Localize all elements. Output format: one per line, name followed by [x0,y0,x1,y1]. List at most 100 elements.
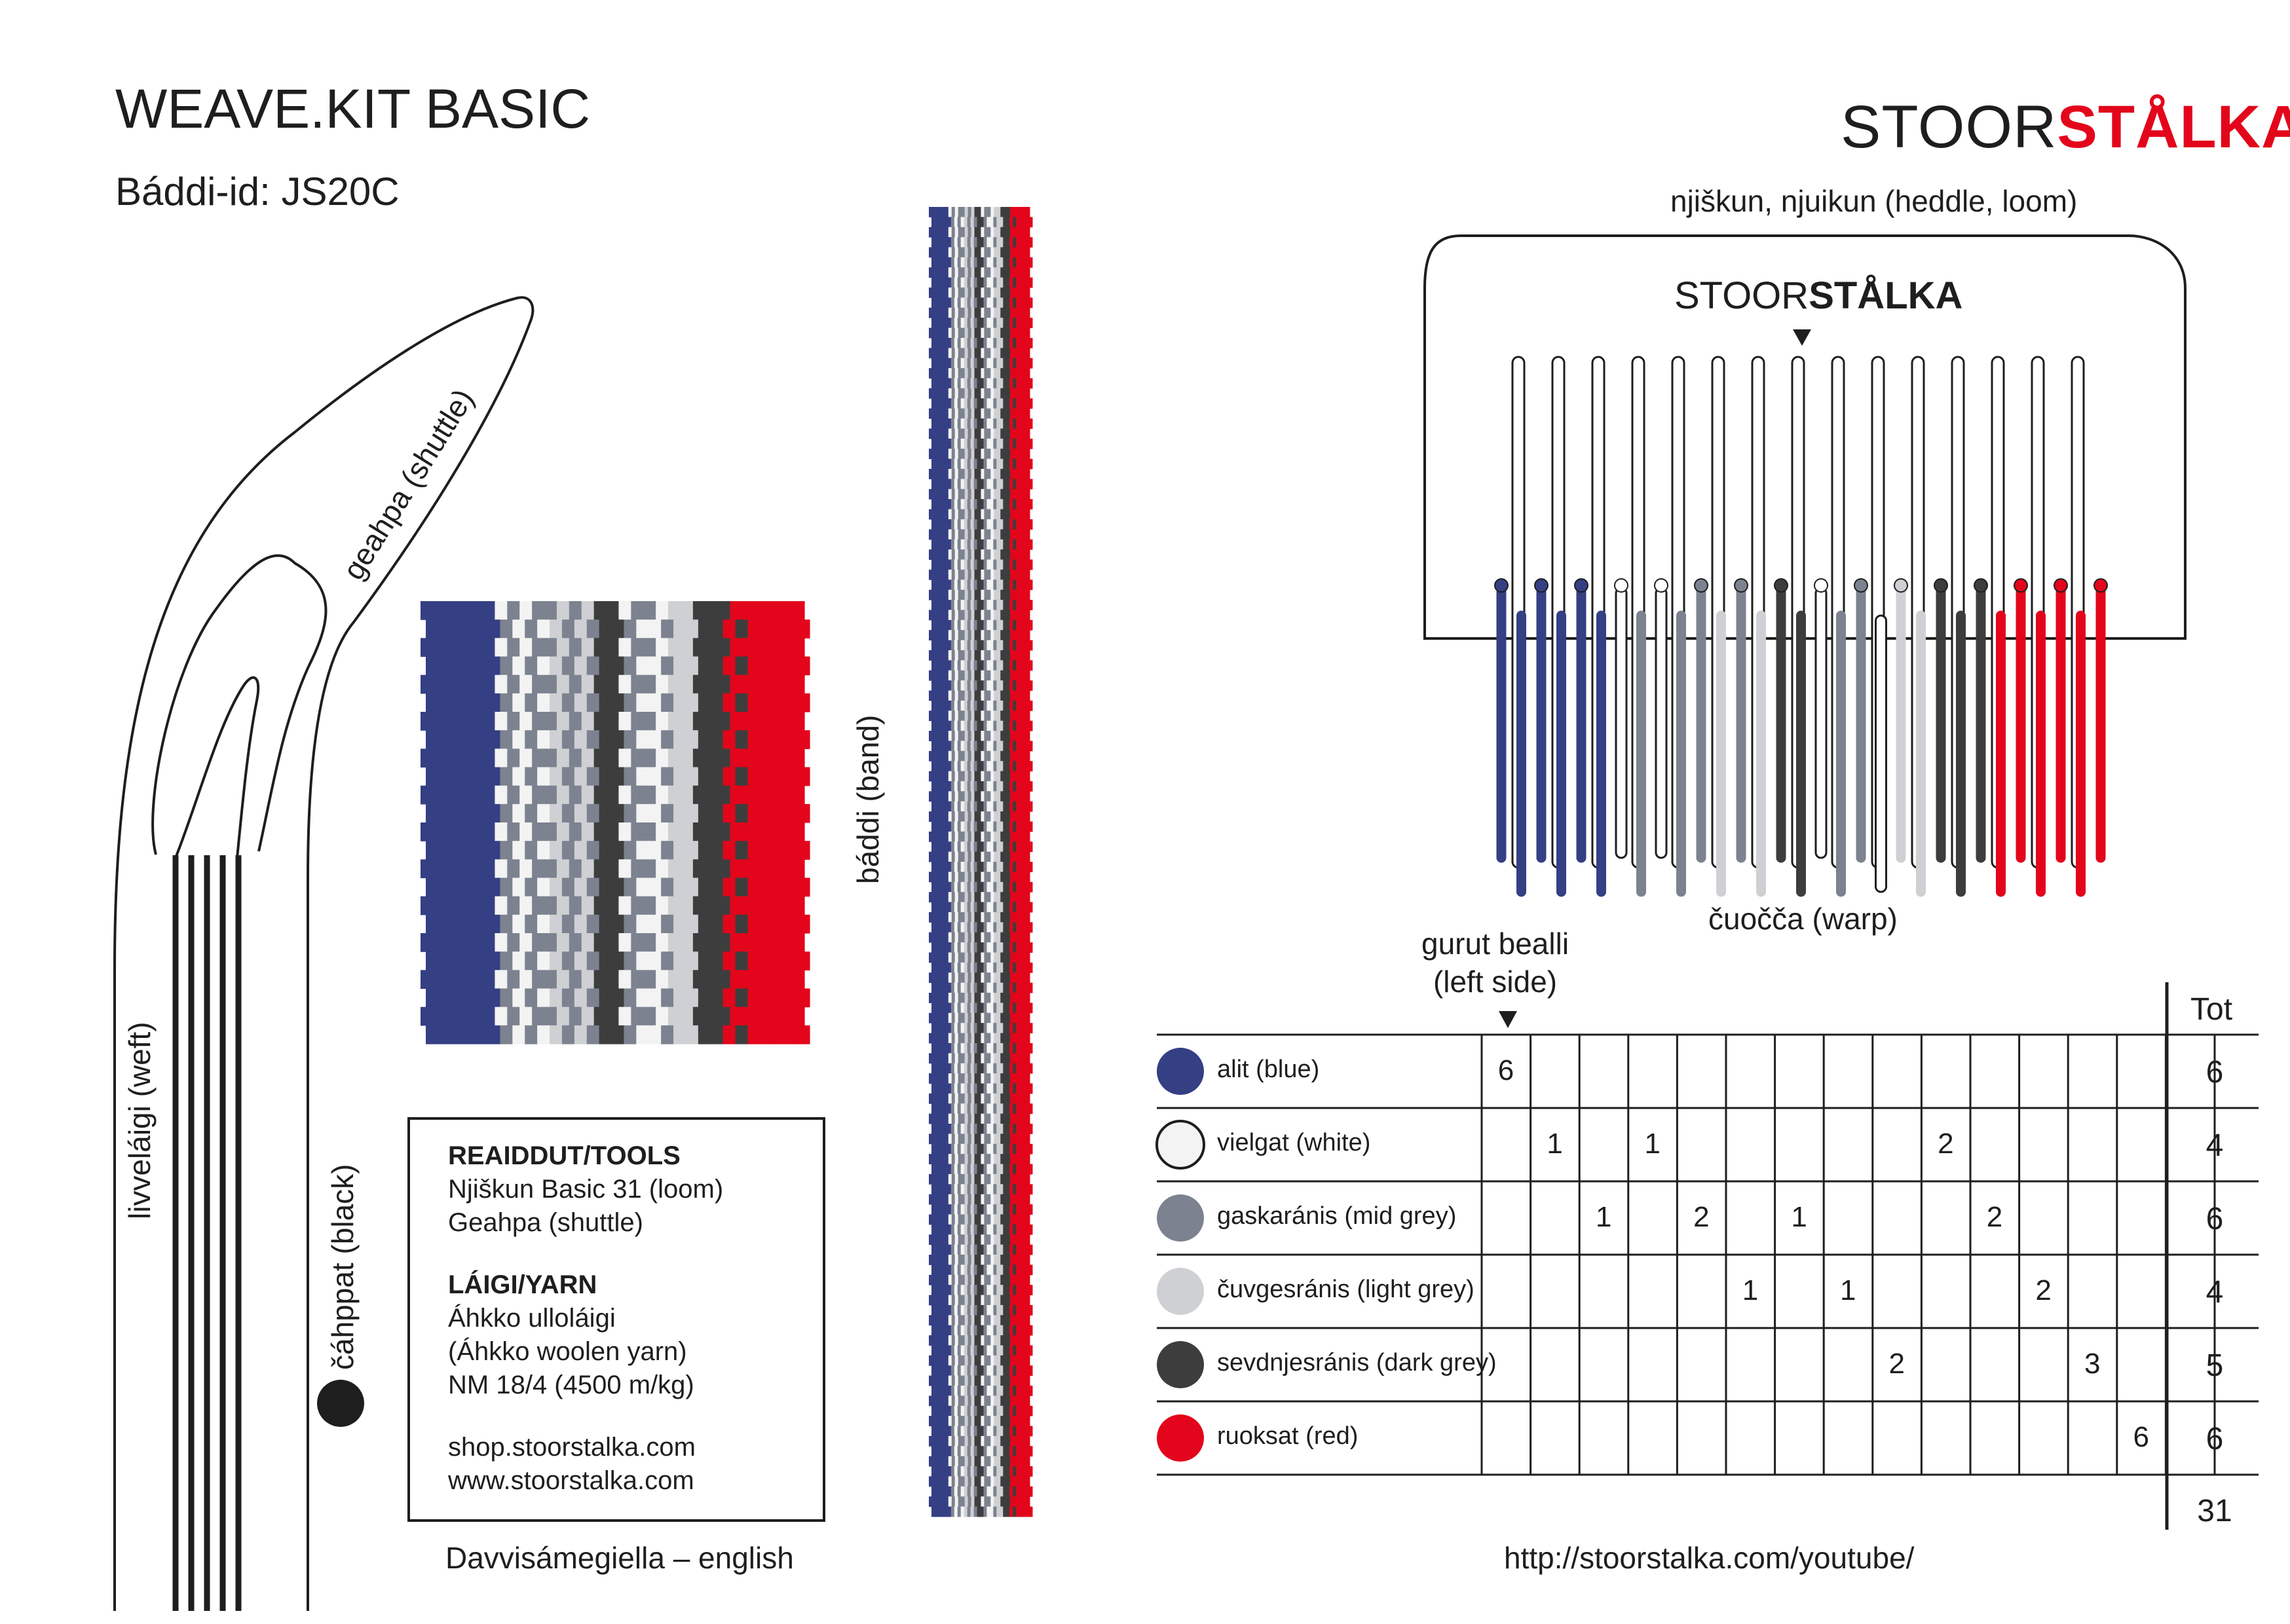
band-swatch-cell [742,1006,755,1026]
band-strip-cell [967,731,972,741]
band-swatch-cell [685,730,699,749]
band-strip-cell [1000,1224,1004,1235]
brand-logo[interactable]: STOORSTÅLKA [1841,93,2290,162]
band-strip-cell [973,1224,978,1235]
band-strip-cell [951,1012,956,1024]
band-swatch-cell [643,933,656,952]
band-strip-cell [1006,1304,1010,1316]
band-strip-cell [964,881,968,893]
band-strip-cell [941,750,946,762]
band-strip-cell [1013,1446,1017,1457]
band-strip-cell [987,771,991,782]
band-strip-cell [983,741,987,752]
heddle-logo: STOORSTÅLKA [1674,274,1962,318]
band-strip-cell [964,902,968,913]
band-strip-cell [929,1255,933,1265]
band-strip-cell [990,207,994,217]
band-strip-cell [971,408,975,419]
table-cell: 2 [1693,1201,1710,1233]
band-strip-cell [964,1416,969,1427]
band-swatch-cell [705,674,719,694]
band-strip-cell [977,700,981,711]
band-swatch-cell [692,859,706,879]
band-swatch-cell [500,656,513,676]
band-swatch-cell [656,933,669,952]
band-swatch-cell [723,656,736,676]
band-strip-cell [1009,821,1013,832]
row-total: 4 [2206,1128,2224,1163]
band-swatch-cell [779,638,793,657]
band-swatch-cell [755,785,768,805]
band-strip-cell [1003,1426,1007,1437]
band-strip-cell [1006,1204,1010,1215]
band-strip-cell [954,1386,958,1396]
band-strip-cell [945,1134,949,1145]
band-strip-cell [935,408,939,419]
website-link[interactable]: www.stoorstalka.com [448,1466,694,1495]
shop-link[interactable]: shop.stoorstalka.com [448,1433,696,1462]
band-strip-cell [957,358,962,369]
band-strip-cell [941,720,945,731]
band-strip-cell [1026,1093,1030,1104]
band-strip-cell [929,1073,933,1084]
band-swatch-cell [692,674,706,694]
band-strip-cell [954,1496,959,1507]
band-strip-cell [967,1285,971,1296]
band-strip-cell [1000,862,1004,872]
band-strip-cell [954,318,958,329]
youtube-link[interactable]: http://stoorstalka.com/youtube/ [1504,1541,1915,1575]
band-strip-cell [935,207,939,217]
band-strip-cell [931,1496,936,1507]
band-strip-cell [1026,449,1030,460]
band-strip-cell [970,1405,975,1416]
band-strip-cell [1010,1274,1014,1285]
band-strip-cell [971,650,975,661]
band-strip-cell [1007,589,1011,600]
band-swatch-cell [692,896,706,915]
band-strip-cell [938,1012,943,1024]
band-strip-cell [977,257,981,268]
band-strip-cell [931,841,935,853]
band-strip-cell [993,1486,997,1497]
band-strip-cell [1000,1154,1004,1165]
band-strip-cell [1017,1234,1021,1246]
band-strip-cell [1006,821,1010,832]
band-strip-cell [994,1375,998,1386]
band-strip-cell [1026,207,1030,217]
band-strip-cell [1000,1435,1004,1447]
band-strip-cell [1016,660,1020,671]
band-strip-cell [971,710,975,722]
band-strip-cell [950,1506,955,1517]
band-strip-cell [980,378,984,389]
band-strip-cell [1009,1103,1013,1115]
band-strip-cell [934,398,939,409]
band-strip-cell [1003,700,1007,711]
band-strip-cell [997,750,1001,762]
band-strip-cell [1013,993,1017,1003]
band-swatch-cell [581,970,595,989]
band-strip-cell [1013,207,1017,217]
band-swatch-cell [426,1025,439,1044]
band-strip-cell [1007,1335,1011,1346]
band-strip-cell [947,277,952,288]
band-strip-cell [977,519,981,530]
band-strip-cell [997,791,1001,802]
band-strip-cell [1016,600,1020,610]
band-strip-cell [974,1012,979,1024]
band-strip-cell [935,1435,939,1447]
band-swatch-cell [730,822,743,841]
band-strip-cell [981,731,985,741]
band-strip-cell [937,1325,942,1336]
table-cell: 3 [2084,1348,2101,1380]
band-strip-cell [1006,781,1010,792]
band-strip-cell [954,781,958,792]
band-strip-cell [990,1426,994,1437]
band-strip-cell [944,438,948,449]
band-strip-cell [964,872,969,883]
band-strip-cell [967,1264,971,1276]
band-strip-cell [993,902,997,913]
band-swatch-cell [755,674,768,694]
band-strip-cell [994,227,998,238]
band-strip-cell [1003,962,1007,973]
band-strip-cell [1023,1124,1026,1134]
